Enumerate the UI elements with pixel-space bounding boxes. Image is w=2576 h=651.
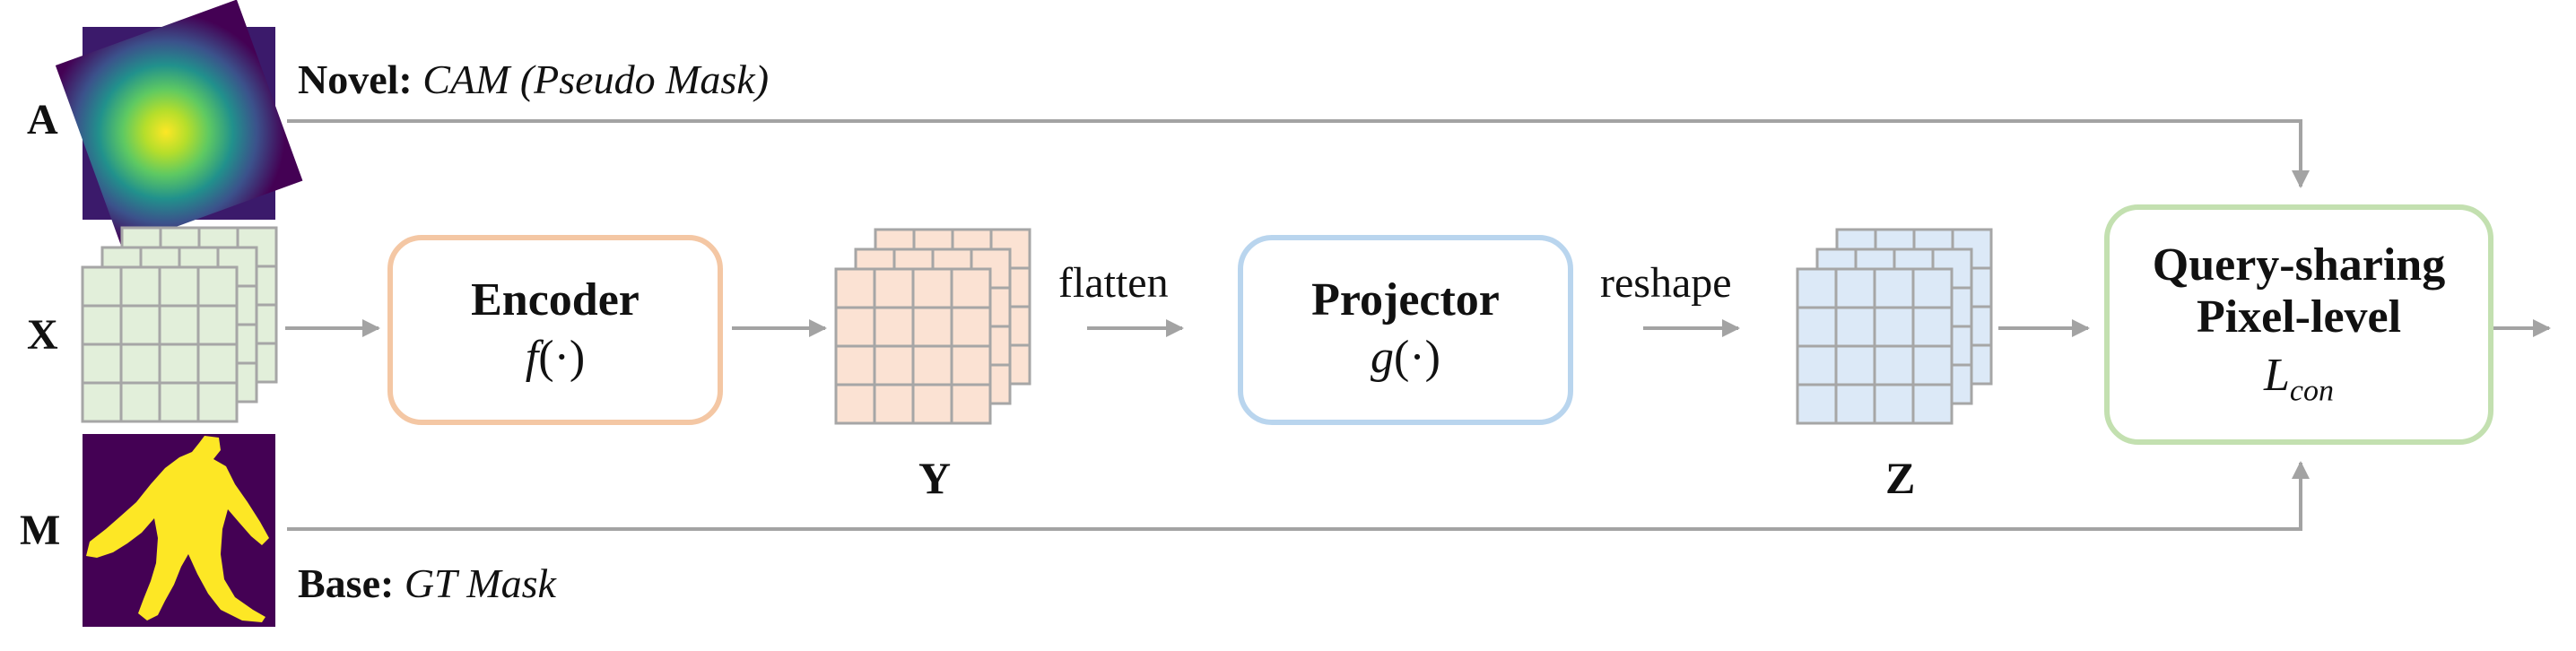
gt-mask-image [83,434,275,627]
projector-box: Projector g(·) [1238,235,1573,425]
encoder-box: Encoder f(·) [387,235,723,425]
loss-box: Query-sharing Pixel-level Lcon [2104,204,2493,445]
encoder-func-arg: (·) [538,331,586,383]
z-feature-grid [1796,228,1993,425]
loss-symbol: Lcon [2264,348,2334,410]
tensor-label-y: Y [918,453,952,503]
base-text: GT Mask [404,560,556,606]
base-caption: Base: GT Mask [298,563,556,604]
encoder-func-name: f [525,331,539,383]
tensor-label-z: Z [1885,453,1916,503]
y-feature-grid [834,228,1031,425]
loss-title-line2: Pixel-level [2196,291,2402,343]
reshape-label: reshape [1600,259,1732,307]
row-label-x: X [27,311,58,359]
row-label-a: A [27,96,58,143]
projector-title: Projector [1311,273,1500,326]
novel-caption: Novel: CAM (Pseudo Mask) [298,59,769,100]
loss-symbol-subscript: con [2289,374,2334,408]
row-label-m: M [20,507,61,554]
encoder-title: Encoder [471,273,640,326]
flatten-label: flatten [1058,259,1169,307]
cam-heatmap-image [55,0,303,247]
projector-func-name: g [1371,331,1395,383]
loss-symbol-letter: L [2263,349,2290,401]
mask-to-loss-arrow [287,461,2310,531]
base-prefix: Base: [298,560,395,606]
input-x-feature-grid [81,226,278,423]
cam-to-loss-arrow [287,119,2310,188]
loss-title-line1: Query-sharing [2152,239,2446,291]
novel-text: CAM (Pseudo Mask) [422,56,770,102]
projector-func-arg: (·) [1394,331,1440,383]
projector-function: g(·) [1371,330,1440,386]
novel-prefix: Novel: [298,56,413,102]
encoder-function: f(·) [526,330,585,386]
